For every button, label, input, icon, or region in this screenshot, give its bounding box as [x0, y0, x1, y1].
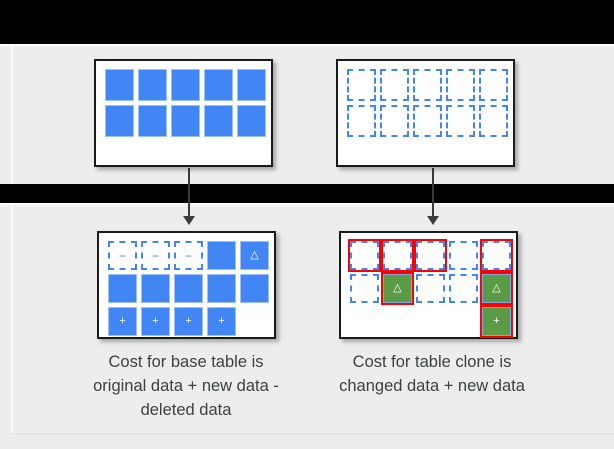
- panel-base-table-after-changes: − − − △ + + + +: [97, 231, 276, 339]
- cell-dashed-r2c3: [416, 274, 445, 303]
- cell-blue-r1c5: [237, 69, 266, 101]
- cell-blue-r2c1: [105, 105, 134, 137]
- plus-icon: +: [119, 315, 126, 327]
- cell-dashed-r2c2: [380, 105, 409, 137]
- plus-icon: +: [493, 315, 500, 327]
- cell-dashed-r1c5: [479, 69, 508, 101]
- lower-horizontal-rule-secondary: [0, 206, 614, 207]
- cell-blue-r3c2: +: [141, 307, 170, 336]
- cell-blue-r1c2: [138, 69, 167, 101]
- upper-horizontal-rule: [0, 44, 614, 46]
- cell-dashed-r2c5: [479, 105, 508, 137]
- arrow-table-clone-shaft: [432, 168, 434, 220]
- cell-dashed-r2c1: [350, 274, 379, 303]
- cell-dashed-r2c4: [446, 105, 475, 137]
- lower-left-vertical-rule: [11, 205, 13, 433]
- minus-icon: −: [151, 248, 159, 263]
- cell-blue-r1c3: [171, 69, 200, 101]
- top-black-bar: [0, 0, 614, 44]
- cell-blue-r3c1: +: [108, 307, 137, 336]
- cell-empty-r3c1: [350, 307, 379, 336]
- cell-dashed-r1c1: −: [108, 241, 137, 270]
- cell-empty-r3c5: [240, 307, 269, 336]
- cell-dashed-r1c3: [414, 239, 447, 272]
- grid-base-table-original: [105, 69, 266, 137]
- cell-dashed-r1c1: [348, 239, 381, 272]
- grid-base-table-after-changes: − − − △ + + + +: [108, 241, 269, 336]
- caption-table-clone: Cost for table clone is changed data + n…: [339, 353, 525, 395]
- cell-blue-r2c2: [141, 274, 170, 303]
- cell-blue-r3c4: +: [207, 307, 236, 336]
- panel-base-table-original: [94, 59, 273, 167]
- cell-dashed-r1c4: [449, 241, 478, 270]
- delta-icon: △: [250, 249, 259, 261]
- cell-dashed-r1c2: [381, 239, 414, 272]
- plus-icon: +: [152, 315, 159, 327]
- grid-table-clone-initial: [347, 69, 508, 137]
- cell-dashed-r1c3: [413, 69, 442, 101]
- arrow-table-clone-head: [427, 216, 439, 225]
- cell-empty-r3c3: [416, 307, 445, 336]
- panel-table-clone-initial: [336, 59, 515, 167]
- minus-icon: −: [118, 248, 126, 263]
- plus-icon: +: [218, 315, 225, 327]
- cell-blue-r2c5: [240, 274, 269, 303]
- delta-icon: △: [393, 282, 402, 294]
- cell-empty-r3c4: [449, 307, 478, 336]
- delta-icon: △: [492, 282, 501, 294]
- middle-black-bar: [0, 184, 614, 203]
- cell-blue-r2c2: [138, 105, 167, 137]
- cell-green-r2c2: △: [381, 272, 414, 305]
- cell-dashed-r1c3: −: [174, 241, 203, 270]
- cell-blue-r1c4: [204, 69, 233, 101]
- cell-blue-r2c3: [174, 274, 203, 303]
- lower-horizontal-rule: [0, 203, 614, 205]
- arrow-base-table-shaft: [188, 168, 190, 220]
- cell-empty-r3c2: [383, 307, 412, 336]
- cell-blue-r1c4: [207, 241, 236, 270]
- cell-blue-r2c4: [207, 274, 236, 303]
- cell-dashed-r1c2: −: [141, 241, 170, 270]
- cell-dashed-r1c4: [446, 69, 475, 101]
- cell-dashed-r2c3: [413, 105, 442, 137]
- cell-blue-r1c1: [105, 69, 134, 101]
- bottom-horizontal-rule: [11, 433, 614, 434]
- cell-blue-r2c4: [204, 105, 233, 137]
- cell-blue-r2c3: [171, 105, 200, 137]
- plus-icon: +: [185, 315, 192, 327]
- cell-blue-r3c3: +: [174, 307, 203, 336]
- panel-table-clone-after-changes: △ △ +: [339, 231, 518, 339]
- caption-base-table: Cost for base table is original data + n…: [93, 353, 279, 419]
- grid-table-clone-after-changes: △ △ +: [348, 239, 513, 338]
- cell-green-r3c5: +: [480, 305, 513, 338]
- cell-dashed-r1c2: [380, 69, 409, 101]
- cell-dashed-r2c4: [449, 274, 478, 303]
- cell-blue-r1c5: △: [240, 241, 269, 270]
- cell-blue-r2c1: [108, 274, 137, 303]
- minus-icon: −: [184, 248, 192, 263]
- cell-dashed-r1c1: [347, 69, 376, 101]
- cell-blue-r2c5: [237, 105, 266, 137]
- cell-dashed-r2c1: [347, 105, 376, 137]
- cell-green-r2c5: △: [480, 272, 513, 305]
- cell-dashed-r1c5: [480, 239, 513, 272]
- arrow-base-table-head: [183, 216, 195, 225]
- upper-left-vertical-rule: [11, 46, 13, 183]
